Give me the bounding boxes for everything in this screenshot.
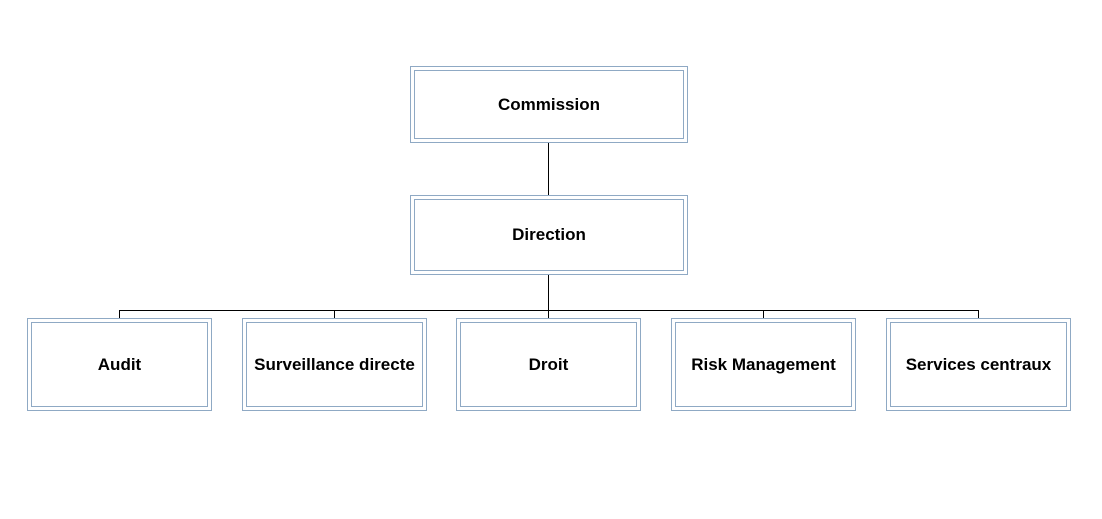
node-audit-inner: Audit	[31, 322, 208, 407]
node-droit-label: Droit	[528, 354, 569, 374]
node-risk-management: Risk Management	[671, 318, 856, 411]
connector-commission-direction	[548, 142, 549, 196]
node-direction: Direction	[410, 195, 688, 275]
node-surveillance-directe-label: Surveillance directe	[254, 354, 415, 374]
node-risk-management-label: Risk Management	[691, 354, 836, 374]
node-risk-management-inner: Risk Management	[675, 322, 852, 407]
connector-bus-surveillance	[334, 310, 335, 319]
node-services-centraux: Services centraux	[886, 318, 1071, 411]
node-direction-inner: Direction	[414, 199, 684, 271]
node-audit-label: Audit	[97, 354, 142, 374]
connector-bus-audit	[119, 310, 120, 319]
node-surveillance-directe: Surveillance directe	[242, 318, 427, 411]
node-services-centraux-label: Services centraux	[905, 354, 1052, 374]
node-surveillance-directe-inner: Surveillance directe	[246, 322, 423, 407]
connector-bus-services	[978, 310, 979, 319]
node-droit: Droit	[456, 318, 641, 411]
node-direction-label: Direction	[512, 225, 586, 244]
node-commission: Commission	[410, 66, 688, 143]
node-audit: Audit	[27, 318, 212, 411]
connector-horizontal-bus	[119, 310, 979, 311]
node-commission-inner: Commission	[414, 70, 684, 139]
node-services-centraux-inner: Services centraux	[890, 322, 1067, 407]
connector-bus-droit	[548, 310, 549, 319]
connector-bus-risk	[763, 310, 764, 319]
connector-direction-bus	[548, 274, 549, 311]
node-commission-label: Commission	[497, 94, 601, 114]
node-droit-inner: Droit	[460, 322, 637, 407]
